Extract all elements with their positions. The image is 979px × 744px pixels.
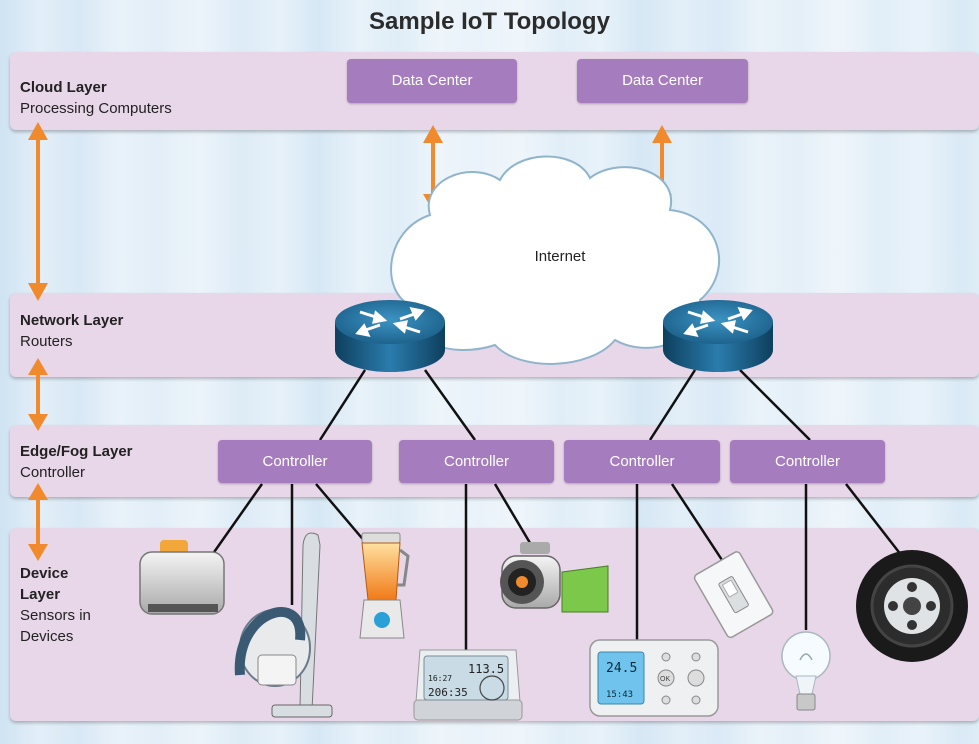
controller-box: Controller [218, 440, 372, 483]
thermostat-ok: OK [660, 676, 670, 683]
weather-reading: 113.5 [468, 662, 504, 676]
cloud-layer-name: Cloud Layer [20, 79, 107, 96]
controller-box: Controller [730, 440, 885, 483]
edge-layer-label: Edge/Fog Layer Controller [20, 441, 133, 483]
edge-layer-name: Edge/Fog Layer [20, 443, 133, 460]
light-switch-icon [693, 551, 774, 639]
internet-label: Internet [535, 248, 587, 265]
thermostat-icon: 24.5 15:43 OK [589, 639, 719, 717]
cloud-layer-band: Cloud Layer Processing Computers [10, 52, 979, 130]
weather-value: 206:35 [428, 686, 468, 699]
device-layer-name: Device Layer [20, 565, 69, 603]
device-layer-label: Device Layer Sensors in Devices [20, 563, 120, 647]
weather-station-icon: 113.5 16:27 206:35 [413, 649, 523, 721]
router-icon [335, 300, 445, 372]
network-layer-label: Network Layer Routers [20, 310, 123, 352]
data-center-box: Data Center [577, 59, 748, 103]
connection-lines [203, 369, 906, 650]
network-layer-desc: Routers [20, 333, 73, 350]
toaster-icon [139, 540, 225, 615]
tire-icon [856, 550, 968, 662]
light-bulb-icon [781, 631, 831, 711]
thermostat-temp: 24.5 [606, 661, 637, 676]
cloud-layer-label: Cloud Layer Processing Computers [20, 77, 172, 119]
controller-box: Controller [399, 440, 554, 483]
diagram-title: Sample IoT Topology [369, 8, 610, 35]
video-camera-icon [500, 542, 609, 613]
edge-layer-desc: Controller [20, 464, 86, 481]
network-layer-name: Network Layer [20, 312, 124, 329]
router-icon [663, 300, 773, 372]
thermostat-time: 15:43 [606, 690, 633, 700]
data-center-box: Data Center [347, 59, 517, 103]
device-layer-desc: Sensors in Devices [20, 607, 91, 645]
controller-box: Controller [564, 440, 720, 483]
blender-icon [359, 532, 410, 639]
weather-time: 16:27 [428, 674, 452, 683]
cloud-layer-desc: Processing Computers [20, 100, 172, 117]
vacuum-cleaner-icon [234, 532, 333, 718]
